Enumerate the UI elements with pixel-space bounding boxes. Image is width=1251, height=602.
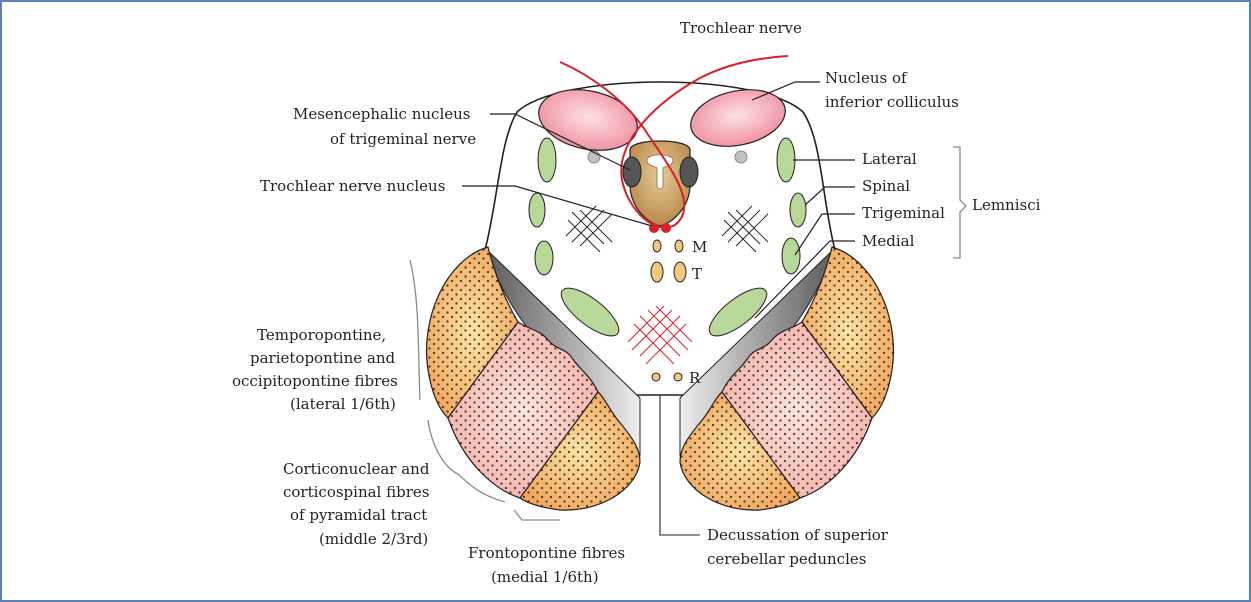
trigeminal-lemniscus-right xyxy=(782,238,800,274)
label-cortico-1: Corticonuclear and xyxy=(283,460,430,478)
label-m: M xyxy=(692,238,707,256)
lateral-lemniscus-left xyxy=(538,138,556,182)
label-temporo-4: (lateral 1/6th) xyxy=(290,395,396,413)
mesencephalic-nucleus-left xyxy=(623,157,641,187)
label-mesencephalic: Mesencephalic nucleus xyxy=(293,105,470,123)
label-temporo-2: parietopontine and xyxy=(250,349,395,367)
spinal-lemniscus-right xyxy=(790,193,806,227)
grey-dot-right xyxy=(735,151,747,163)
label-trochlear-nucleus: Trochlear nerve nucleus xyxy=(260,177,445,195)
label-fronto-2: (medial 1/6th) xyxy=(491,568,599,586)
label-cortico-3: of pyramidal tract xyxy=(290,506,427,524)
label-trochlear-nerve: Trochlear nerve xyxy=(680,19,802,37)
label-mesencephalic-2: of trigeminal nerve xyxy=(330,130,476,148)
label-lateral: Lateral xyxy=(862,150,917,168)
nucleus-r-left xyxy=(652,373,660,381)
label-cortico-2: corticospinal fibres xyxy=(283,483,429,501)
label-cortico-4: (middle 2/3rd) xyxy=(319,530,428,548)
mesencephalic-nucleus-right xyxy=(680,157,698,187)
label-t: T xyxy=(692,265,702,283)
lateral-lemniscus-right xyxy=(777,138,795,182)
label-lemnisci: Lemnisci xyxy=(972,196,1041,214)
nucleus-t-left xyxy=(651,262,663,282)
label-temporo-3: occipitopontine fibres xyxy=(232,372,398,390)
label-trigeminal: Trigeminal xyxy=(862,204,945,222)
brace-temporopontine xyxy=(410,260,420,400)
nucleus-r-right xyxy=(674,373,682,381)
label-decussation-1: Decussation of superior xyxy=(707,526,889,544)
label-nucleus-colliculus: Nucleus of xyxy=(825,69,908,87)
label-r: R xyxy=(689,369,701,387)
nucleus-m-right xyxy=(675,240,683,252)
trigeminal-lemniscus-left xyxy=(535,241,553,275)
trochlear-nucleus-left xyxy=(649,223,659,233)
brace-frontopontine xyxy=(514,510,560,520)
label-decussation-2: cerebellar peduncles xyxy=(707,550,866,568)
label-temporo-1: Temporopontine, xyxy=(257,326,386,344)
label-nucleus-colliculus-2: inferior colliculus xyxy=(825,93,959,111)
nucleus-t-right xyxy=(674,262,686,282)
label-medial: Medial xyxy=(862,232,915,250)
label-spinal: Spinal xyxy=(862,177,910,195)
brace-lemnisci xyxy=(953,147,966,258)
label-fronto-1: Frontopontine fibres xyxy=(468,544,625,562)
trochlear-nucleus-right xyxy=(661,223,671,233)
nucleus-m-left xyxy=(653,240,661,252)
spinal-lemniscus-left xyxy=(529,193,545,227)
